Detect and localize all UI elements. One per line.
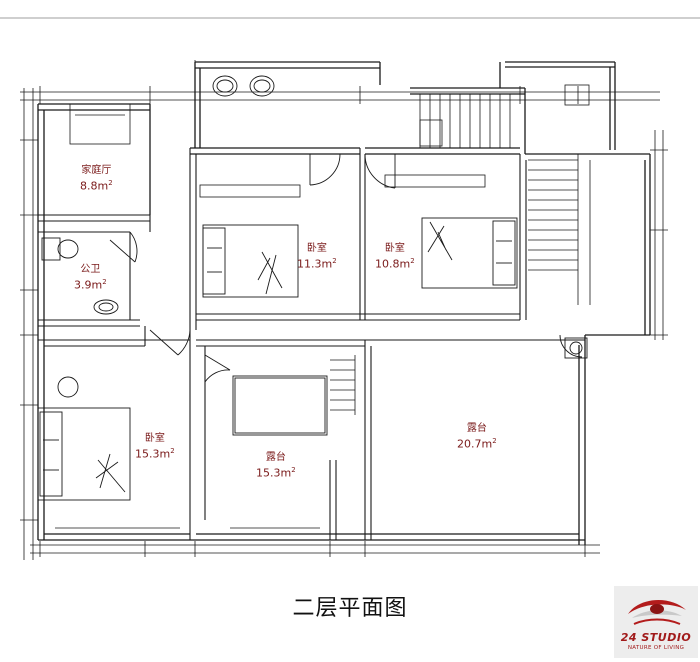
room-area: 15.3m2	[256, 466, 296, 480]
room-name: 露台	[466, 423, 487, 434]
room-name: 卧室	[306, 243, 327, 254]
room-area: 20.7m2	[457, 437, 497, 451]
room-area: 8.8m2	[80, 179, 113, 193]
room-label-terrace-b: 露台 20.7m2	[457, 422, 497, 451]
room-area: 3.9m2	[74, 278, 107, 292]
room-area: 15.3m2	[135, 447, 175, 461]
studio-logo: 24 STUDIO NATURE OF LIVING	[614, 586, 698, 658]
room-label-bedroom-c: 卧室 15.3m2	[135, 432, 175, 461]
room-name: 家庭厅	[81, 165, 112, 176]
top-divider	[0, 17, 700, 19]
room-name: 卧室	[384, 243, 405, 254]
windows	[55, 84, 590, 535]
logo-tagline: NATURE OF LIVING	[627, 645, 685, 651]
swoosh-eye-icon	[628, 599, 686, 625]
room-label-bedroom-b: 卧室 10.8m2	[375, 242, 415, 271]
room-label-terrace-a: 露台 15.3m2	[256, 451, 296, 480]
room-label-bathroom: 公卫 3.9m2	[74, 263, 107, 292]
door-swings	[109, 153, 583, 383]
room-area: 10.8m2	[375, 257, 415, 271]
room-name: 公卫	[80, 264, 101, 275]
room-name: 卧室	[144, 433, 165, 444]
beds	[37, 217, 518, 501]
logo-brand-text: 24 STUDIO	[620, 631, 692, 644]
room-label-family-hall: 家庭厅 8.8m2	[80, 164, 113, 193]
interior-walls	[38, 148, 585, 540]
room-name: 露台	[265, 452, 286, 463]
drawing-title: 二层平面图	[292, 596, 408, 621]
fixtures	[41, 75, 588, 436]
room-label-bedroom-a: 卧室 11.3m2	[297, 242, 337, 271]
staircase	[330, 94, 591, 415]
room-area: 11.3m2	[297, 257, 337, 271]
